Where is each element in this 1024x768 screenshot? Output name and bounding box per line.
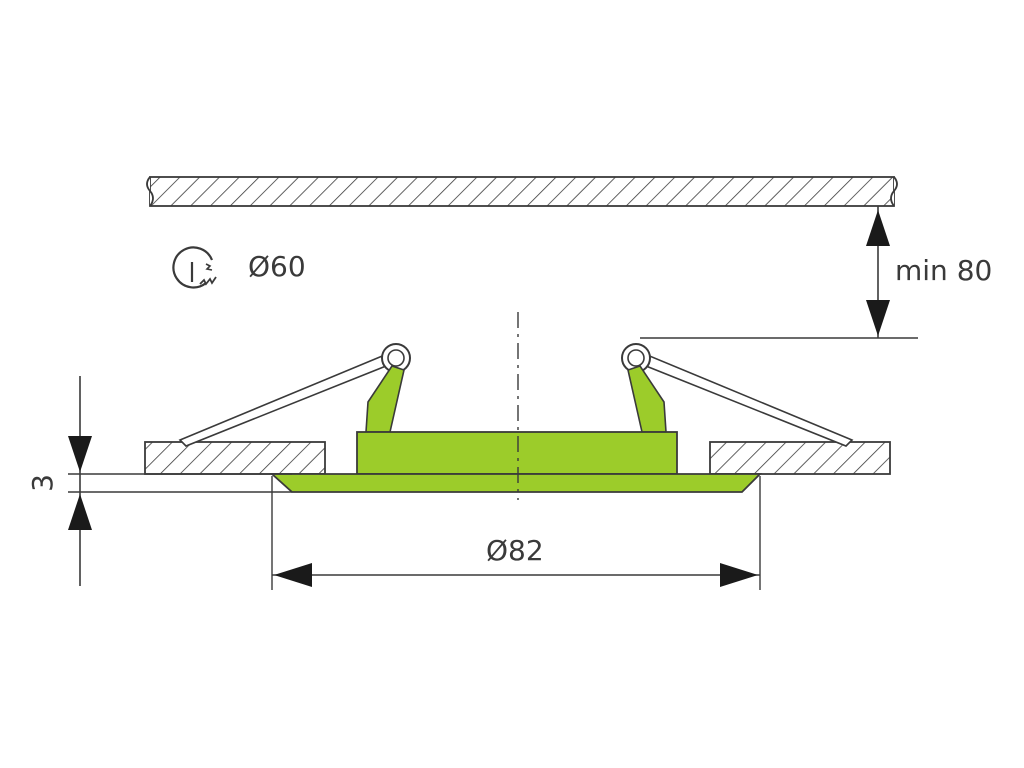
spring-clip-left	[178, 343, 411, 447]
fixture-body	[356, 431, 678, 475]
ceiling-panel-left	[144, 441, 326, 475]
clearance-label: min 80	[895, 254, 992, 287]
spring-clip-right	[621, 343, 854, 447]
hole-saw-icon	[172, 246, 217, 289]
ceiling-slab	[146, 176, 898, 207]
clearance-dimension	[640, 206, 918, 339]
cutout-diameter-label: Ø60	[248, 250, 306, 283]
flange-diameter-dimension	[271, 476, 761, 590]
thickness-dimension	[68, 376, 292, 586]
ceiling-panel-right	[709, 441, 891, 475]
flange-diameter-label: Ø82	[486, 534, 544, 567]
fixture-flange	[269, 473, 763, 493]
thickness-label: 3	[26, 474, 59, 492]
